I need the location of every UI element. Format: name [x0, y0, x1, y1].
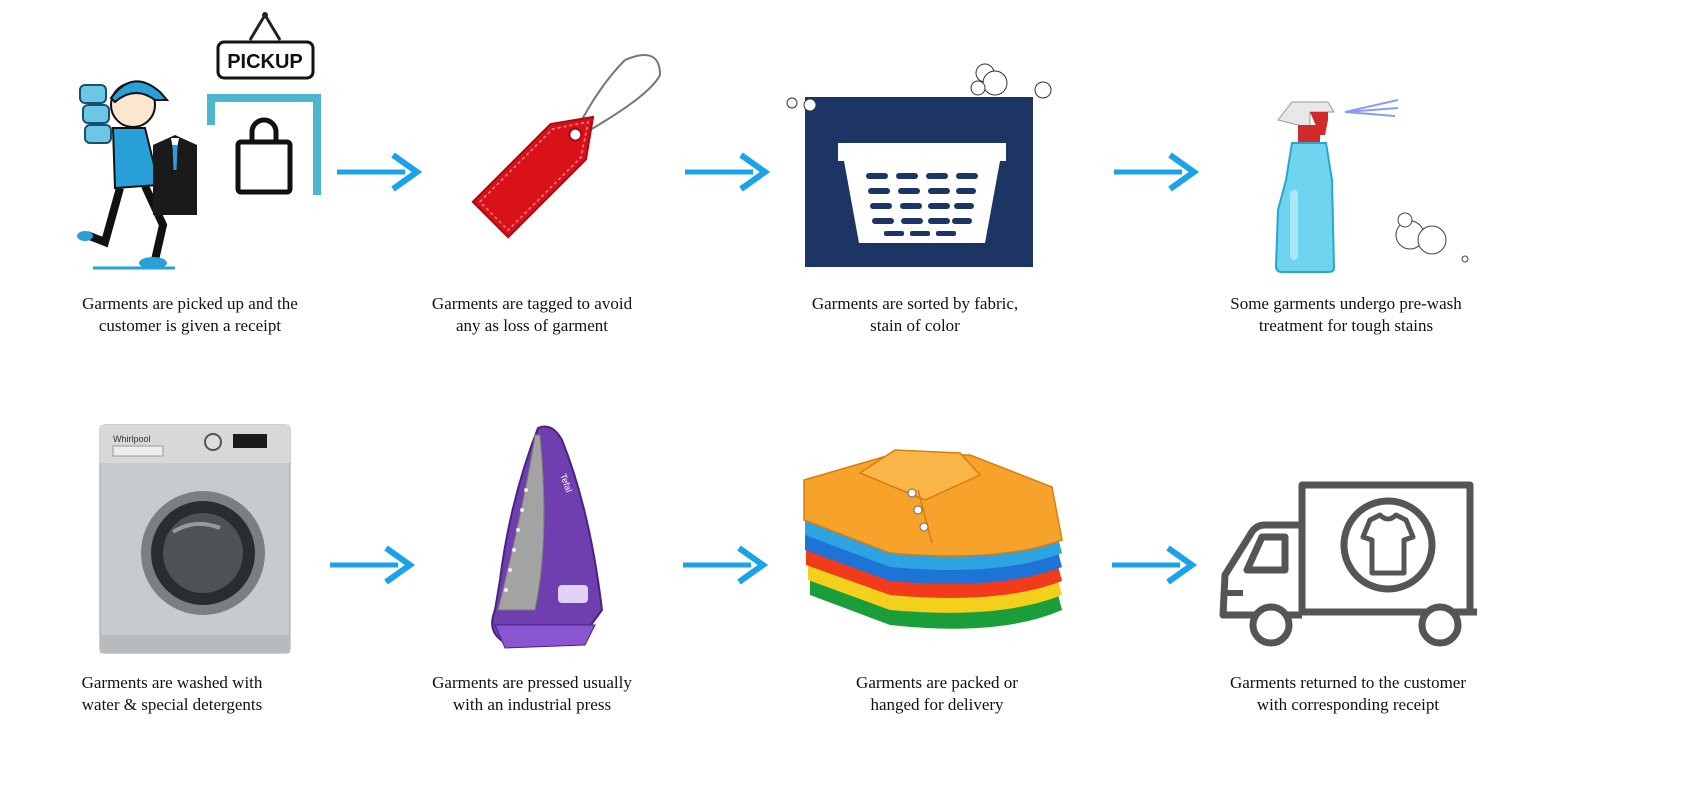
step-6-caption-line2: with an industrial press	[452, 695, 612, 714]
step-3-caption: Garments are sorted by fabric, stain of …	[765, 293, 1065, 337]
folded-shirts-icon	[803, 449, 1063, 629]
step-1-caption-line1: Garments are picked up and the	[82, 294, 298, 313]
step-4-caption-line1: Some garments undergo pre-wash	[1230, 294, 1462, 313]
step-3-caption-line2: stain of color	[870, 316, 960, 335]
step-2-caption-line2: any as loss of garment	[455, 316, 609, 335]
delivery-truck-icon	[1219, 481, 1477, 647]
step-6-caption-line1: Garments are pressed usually	[432, 673, 632, 692]
step-8-caption: Garments returned to the customer with c…	[1198, 672, 1498, 716]
step-4-caption: Some garments undergo pre-wash treatment…	[1196, 293, 1496, 337]
red-tag-icon	[471, 54, 662, 239]
arrow-right-icon	[1112, 545, 1198, 585]
laundry-basket-icon	[786, 63, 1052, 267]
pickup-sign-text: PICKUP	[227, 51, 303, 73]
arrow-right-icon	[330, 545, 416, 585]
step-6-caption: Garments are pressed usually with an ind…	[382, 672, 682, 716]
step-5-caption-line1: Garments are washed with	[81, 673, 263, 692]
step-3-caption-line1: Garments are sorted by fabric,	[811, 294, 1019, 313]
step-4-caption-line2: treatment for tough stains	[1258, 316, 1434, 335]
step-7-caption-line2: hanged for delivery	[870, 695, 1004, 714]
arrow-right-icon	[1114, 152, 1200, 192]
courier-pickup-icon: PICKUP	[77, 12, 321, 270]
step-2-caption-line1: Garments are tagged to avoid	[431, 294, 633, 313]
step-8-caption-line1: Garments returned to the customer	[1229, 673, 1467, 692]
arrow-right-icon	[337, 152, 423, 192]
spray-bottle-icon	[1274, 99, 1469, 273]
step-7-caption: Garments are packed or hanged for delive…	[787, 672, 1087, 716]
arrow-right-icon	[685, 152, 771, 192]
step-5-caption-line2: water & special detergents	[81, 695, 263, 714]
steam-iron-icon: Tefal	[491, 425, 604, 649]
washer-brand: Whirlpool	[113, 434, 151, 444]
step-1-caption-line2: customer is given a receipt	[98, 316, 282, 335]
arrow-right-icon	[683, 545, 769, 585]
step-8-caption-line2: with corresponding receipt	[1256, 695, 1440, 714]
step-1-caption: Garments are picked up and the customer …	[40, 293, 340, 337]
washing-machine-icon: Whirlpool	[99, 424, 291, 654]
step-2-caption: Garments are tagged to avoid any as loss…	[382, 293, 682, 337]
step-7-caption-line1: Garments are packed or	[856, 673, 1018, 692]
step-5-caption: Garments are washed with water & special…	[22, 672, 322, 716]
